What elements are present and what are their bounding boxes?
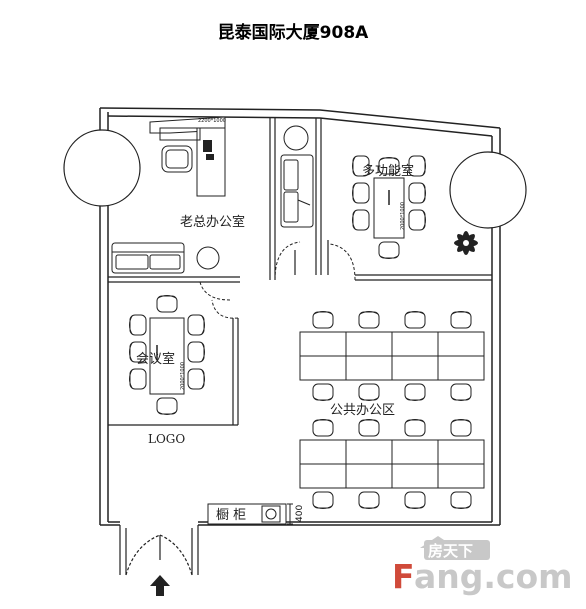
- multi-room-table: [373, 177, 405, 239]
- phone-icon: [203, 140, 214, 160]
- watermark-f: F: [392, 557, 415, 596]
- column-left: [63, 129, 141, 207]
- label-logo: LOGO: [148, 432, 185, 446]
- partitions: [108, 118, 492, 426]
- label-meeting-room: 会议室: [136, 351, 175, 367]
- watermark-en: ang.com: [414, 557, 573, 596]
- watermark: 房天下 F ang.com: [392, 536, 573, 596]
- meeting-table: [149, 317, 185, 395]
- outer-walls: [99, 107, 501, 526]
- workstations-bottom: [299, 439, 485, 489]
- label-multi-room: 多功能室: [362, 163, 414, 179]
- entrance-arrow-icon: [150, 575, 170, 596]
- meeting-table-size-tag: 2000*1000: [180, 362, 186, 390]
- multi-table-size-tag: 2000*1000: [400, 202, 406, 230]
- label-boss-office: 老总办公室: [180, 214, 245, 230]
- label-public-office: 公共办公区: [330, 403, 395, 418]
- workstations-top: [299, 331, 485, 381]
- floorplan-title: 昆泰国际大厦908A: [217, 23, 369, 43]
- boss-desk: [149, 116, 226, 197]
- desk-size-tag: 2200*1000: [198, 118, 226, 124]
- plant-icon: [454, 231, 478, 255]
- sofa-vertical: [280, 154, 314, 228]
- door-swings: [199, 241, 356, 319]
- entrance-door: [119, 525, 199, 576]
- side-table: [196, 246, 220, 270]
- round-stool: [283, 125, 309, 151]
- watermark-cn: 房天下: [428, 542, 473, 560]
- sofa-horizontal: [111, 242, 185, 274]
- boss-chair: [161, 145, 193, 173]
- column-right: [449, 151, 527, 229]
- cabinet-depth-label: 400: [295, 505, 305, 522]
- cabinet: [207, 503, 287, 525]
- cabinet-dimension-line: [287, 503, 293, 525]
- label-cabinet: 橱 柜: [216, 508, 246, 523]
